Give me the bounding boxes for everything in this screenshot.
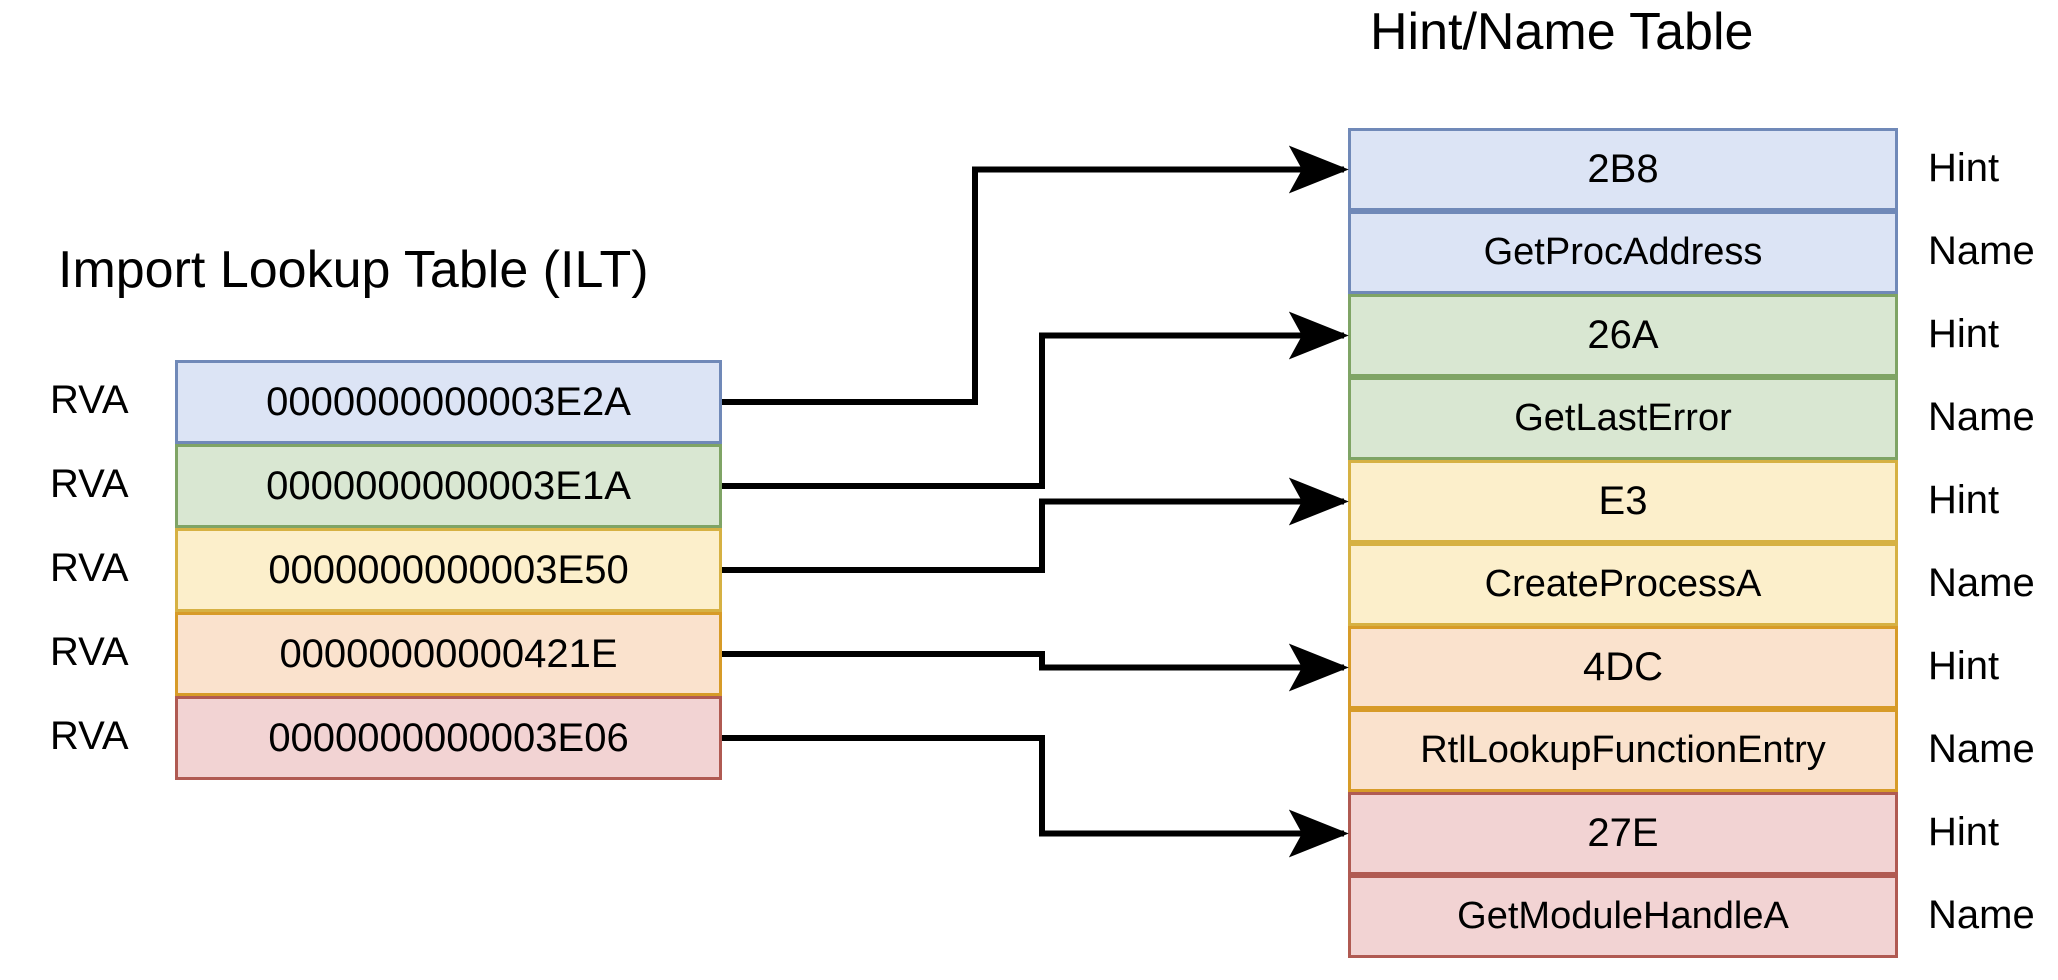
hint-name-hint-value: E3 bbox=[1598, 479, 1648, 523]
hint-name-hint-value: 26A bbox=[1587, 313, 1659, 357]
hint-name-name-cell-3: RtlLookupFunctionEntry bbox=[1348, 709, 1898, 792]
rva-label-0: RVA bbox=[50, 378, 129, 422]
ilt-row-3: 00000000000421E bbox=[175, 612, 722, 696]
rva-label-2: RVA bbox=[50, 546, 129, 590]
name-side-label-3: Name bbox=[1928, 726, 2035, 771]
hint-name-hint-cell-4: 27E bbox=[1348, 792, 1898, 875]
hint-name-name-cell-0: GetProcAddress bbox=[1348, 211, 1898, 294]
hint-name-name-cell-4: GetModuleHandleA bbox=[1348, 875, 1898, 958]
connector-ilt1-to-hint1 bbox=[722, 311, 1349, 489]
name-side-label-0: Name bbox=[1928, 228, 2035, 273]
ilt-rva-value: 0000000000003E1A bbox=[266, 463, 631, 508]
hint-name-hint-value: 2B8 bbox=[1587, 147, 1659, 191]
connector-ilt2-to-hint2 bbox=[722, 477, 1349, 573]
ilt-rva-value: 0000000000003E2A bbox=[266, 379, 631, 424]
hint-name-hint-cell-3: 4DC bbox=[1348, 626, 1898, 709]
hint-name-name-cell-1: GetLastError bbox=[1348, 377, 1898, 460]
hint-name-hint-value: 4DC bbox=[1582, 645, 1664, 689]
ilt-row-0: 0000000000003E2A bbox=[175, 360, 722, 444]
ilt-rva-value: 0000000000003E06 bbox=[268, 715, 629, 760]
connector-ilt4-to-hint4 bbox=[722, 735, 1349, 858]
import-lookup-table: 0000000000003E2A 0000000000003E1A 00000000… bbox=[175, 360, 722, 780]
hint-side-label-1: Hint bbox=[1928, 311, 2000, 356]
rva-label-4: RVA bbox=[50, 714, 129, 758]
rva-label-1: RVA bbox=[50, 462, 129, 506]
hint-name-hint-value: 27E bbox=[1587, 811, 1659, 855]
ilt-row-1: 0000000000003E1A bbox=[175, 444, 722, 528]
hint-name-name-value: GetLastError bbox=[1514, 397, 1732, 439]
ilt-rva-value: 00000000000421E bbox=[279, 631, 618, 676]
hint-side-label-0: Hint bbox=[1928, 145, 2000, 190]
name-side-label-4: Name bbox=[1928, 892, 2035, 937]
hint-name-hint-cell-2: E3 bbox=[1348, 460, 1898, 543]
name-side-label-1: Name bbox=[1928, 394, 2035, 439]
hint-side-label-4: Hint bbox=[1928, 809, 2000, 854]
hint-name-hint-cell-0: 2B8 bbox=[1348, 128, 1898, 211]
rva-label-3: RVA bbox=[50, 630, 129, 674]
ilt-rva-value: 0000000000003E50 bbox=[268, 547, 629, 592]
hint-name-name-value: CreateProcessA bbox=[1484, 563, 1762, 605]
hint-side-label-3: Hint bbox=[1928, 643, 2000, 688]
name-side-label-2: Name bbox=[1928, 560, 2035, 605]
hint-name-name-value: GetModuleHandleA bbox=[1457, 895, 1789, 937]
hint-name-name-value: GetProcAddress bbox=[1483, 231, 1763, 273]
connector-ilt3-to-hint3 bbox=[722, 643, 1349, 692]
hint-name-hint-cell-1: 26A bbox=[1348, 294, 1898, 377]
ilt-row-2: 0000000000003E50 bbox=[175, 528, 722, 612]
hint-name-name-cell-2: CreateProcessA bbox=[1348, 543, 1898, 626]
hint-name-name-value: RtlLookupFunctionEntry bbox=[1420, 729, 1826, 771]
hint-name-table-title: Hint/Name Table bbox=[1370, 3, 1754, 61]
ilt-row-4: 0000000000003E06 bbox=[175, 696, 722, 780]
connector-ilt0-to-hint0 bbox=[722, 145, 1349, 405]
hint-side-label-2: Hint bbox=[1928, 477, 2000, 522]
import-lookup-table-title: Import Lookup Table (ILT) bbox=[58, 241, 649, 299]
